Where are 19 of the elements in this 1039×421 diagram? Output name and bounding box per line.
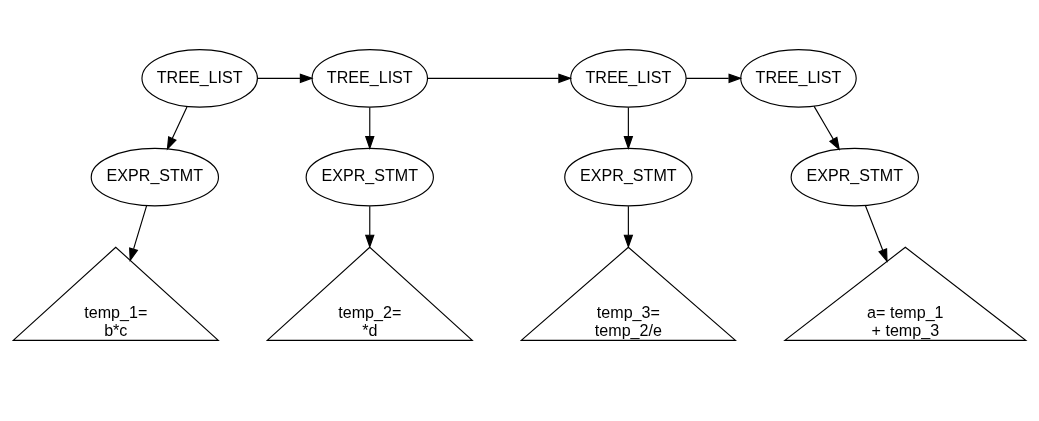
arrow xyxy=(364,205,375,249)
node-ellipse: EXPR_STMT xyxy=(564,147,693,207)
node-ellipse: TREE_LIST xyxy=(740,49,857,108)
arrow xyxy=(256,73,314,84)
arrow xyxy=(864,204,888,263)
node-ellipse: TREE_LIST xyxy=(141,49,258,108)
node-ellipse: EXPR_STMT xyxy=(90,147,220,207)
arrow xyxy=(623,106,634,150)
node-ellipse: EXPR_STMT xyxy=(790,147,919,207)
node-ellipse: TREE_LIST xyxy=(311,49,429,108)
arrow xyxy=(364,106,375,150)
arrow xyxy=(813,105,841,151)
arrow xyxy=(427,73,573,84)
node-ellipse: TREE_LIST xyxy=(570,49,687,108)
arrow xyxy=(166,106,188,151)
arrow xyxy=(129,205,148,262)
arrow xyxy=(623,205,634,249)
node-ellipse: EXPR_STMT xyxy=(305,147,434,207)
arrow xyxy=(685,73,743,84)
